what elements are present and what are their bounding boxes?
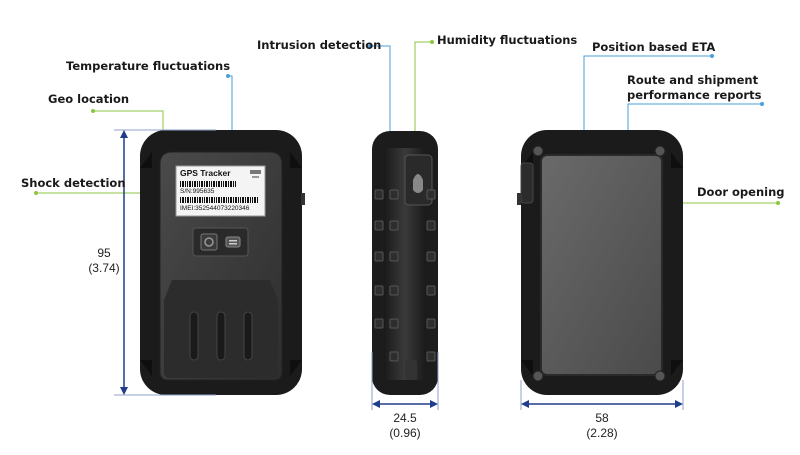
power-button xyxy=(200,233,218,251)
dim-depth-mm: 24.5 xyxy=(393,411,417,425)
dim-width-in: (2.28) xyxy=(586,426,618,440)
back-side-tab xyxy=(520,162,534,204)
callout-shock: Shock detection xyxy=(21,176,126,190)
back-screws xyxy=(532,145,666,382)
callout-geo-location: Geo location xyxy=(48,92,130,106)
gps-label-imei: IMEI:352544073220346 xyxy=(180,205,250,212)
back-view xyxy=(517,130,683,395)
barcode xyxy=(180,181,258,203)
gps-label-sticker xyxy=(175,165,266,217)
dim-height-in: (3.74) xyxy=(88,261,120,275)
front-side-button xyxy=(301,193,305,205)
callout-eta: Position based ETA xyxy=(592,40,716,54)
gps-label-title: GPS Tracker xyxy=(180,168,231,178)
callout-lines xyxy=(34,40,780,205)
dim-depth-in: (0.96) xyxy=(389,426,421,440)
callout-reports-line1: Route and shipment xyxy=(627,73,759,87)
callout-door: Door opening xyxy=(697,185,785,199)
callout-temperature: Temperature fluctuations xyxy=(66,59,231,73)
back-side-button xyxy=(517,193,521,205)
callout-humidity: Humidity fluctuations xyxy=(437,33,578,47)
dim-height-mm: 95 xyxy=(97,246,111,260)
back-panel xyxy=(540,154,663,376)
gps-label-serial: S/N:995635 xyxy=(180,188,215,195)
callout-intrusion: Intrusion detection xyxy=(257,38,382,52)
front-slot xyxy=(216,311,226,361)
side-ribs xyxy=(374,189,436,362)
dim-width-mm: 58 xyxy=(595,411,609,425)
usb-port xyxy=(225,236,241,248)
front-slot xyxy=(243,311,253,361)
front-view xyxy=(140,130,305,395)
dimension-lines xyxy=(114,129,684,410)
callout-reports-line2: performance reports xyxy=(627,88,762,102)
side-view xyxy=(372,131,438,395)
front-slot xyxy=(189,311,199,361)
